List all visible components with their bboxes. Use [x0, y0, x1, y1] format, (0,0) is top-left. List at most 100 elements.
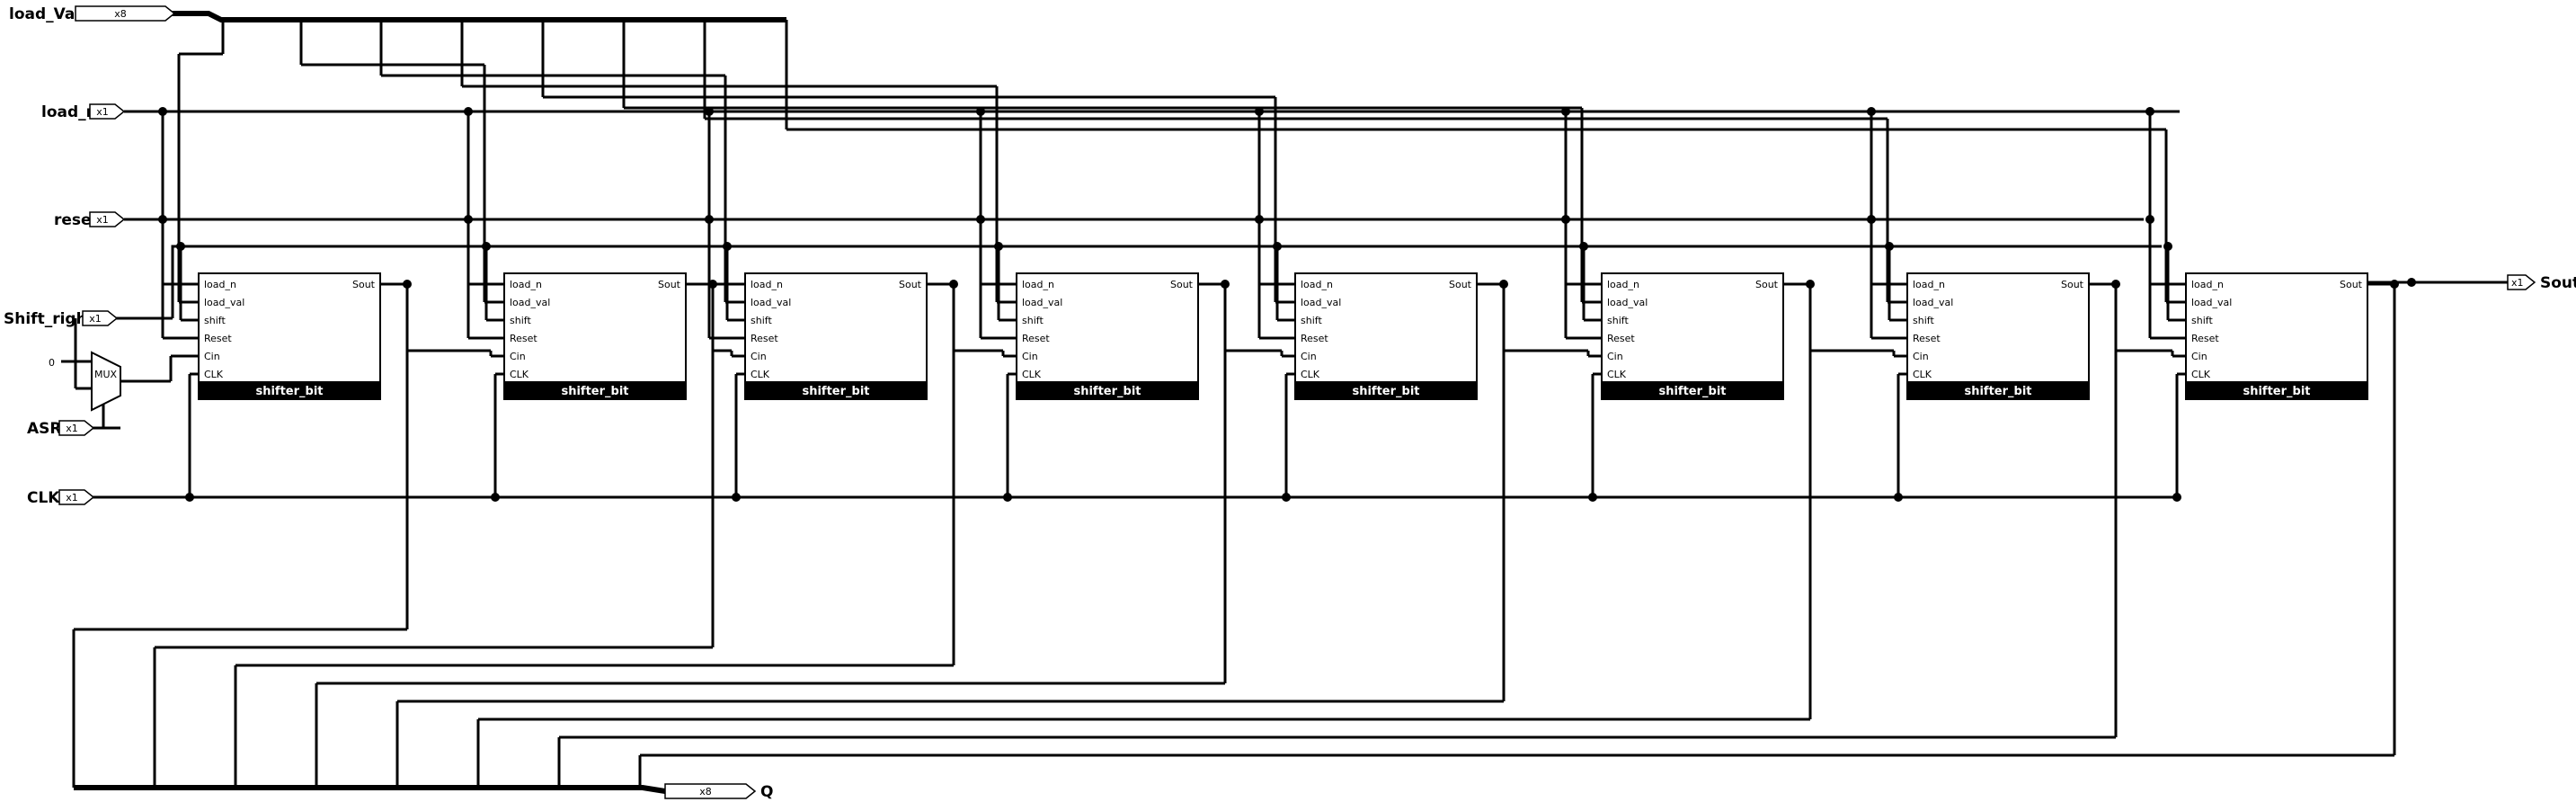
- junction-dot: [705, 215, 714, 224]
- junction-dot: [2172, 493, 2181, 502]
- port-Cin: Cin: [751, 351, 767, 362]
- shifter-bit-block-3[interactable]: shifter_bitload_nload_valshiftResetCinCL…: [744, 272, 928, 400]
- port-shift: shift: [1913, 315, 1934, 326]
- block-title-bar: [1907, 381, 2089, 399]
- port-load_n: load_n: [1913, 279, 1945, 290]
- junction-dot: [491, 493, 500, 502]
- block-title: shifter_bit: [561, 385, 628, 398]
- port-CLK: CLK: [751, 369, 770, 380]
- junction-dot: [1282, 493, 1291, 502]
- port-shift: shift: [1022, 315, 1044, 326]
- port-Cin: Cin: [1607, 351, 1623, 362]
- port-Sout: Sout: [899, 279, 922, 290]
- pin-shape: [82, 310, 119, 326]
- port-load_val: load_val: [1913, 297, 1953, 308]
- junction-dot: [2145, 215, 2154, 224]
- output-pin-label: Sout: [2540, 274, 2576, 292]
- block-title: shifter_bit: [802, 385, 869, 398]
- block-title-bar: [745, 381, 927, 399]
- port-Sout: Sout: [2061, 279, 2084, 290]
- block-title: shifter_bit: [255, 385, 323, 398]
- port-load_val: load_val: [1607, 297, 1648, 308]
- block-body: [2185, 272, 2368, 400]
- pin-shape: [58, 489, 95, 505]
- shifter-bit-block-4[interactable]: shifter_bitload_nload_valshiftResetCinCL…: [1016, 272, 1199, 400]
- port-load_val: load_val: [1022, 297, 1062, 308]
- port-load_val: load_val: [510, 297, 550, 308]
- port-shift: shift: [1607, 315, 1629, 326]
- junction-dot: [1867, 215, 1876, 224]
- port-Reset: Reset: [1607, 333, 1635, 344]
- port-Cin: Cin: [1301, 351, 1317, 362]
- block-title-bar: [2186, 381, 2367, 399]
- junction-dot: [2163, 242, 2172, 251]
- block-title: shifter_bit: [1073, 385, 1141, 398]
- port-load_n: load_n: [1301, 279, 1333, 290]
- block-body: [744, 272, 928, 400]
- pin-shape: [664, 783, 757, 799]
- port-Cin: Cin: [1913, 351, 1929, 362]
- pin-shape: [89, 211, 126, 227]
- bus-width-label: x8: [114, 8, 127, 20]
- block-title-bar: [1017, 381, 1198, 399]
- port-Cin: Cin: [510, 351, 526, 362]
- port-CLK: CLK: [1607, 369, 1627, 380]
- port-shift: shift: [204, 315, 226, 326]
- port-Reset: Reset: [1913, 333, 1941, 344]
- port-Sout: Sout: [2340, 279, 2363, 290]
- shifter-bit-block-5[interactable]: shifter_bitload_nload_valshiftResetCinCL…: [1294, 272, 1478, 400]
- port-load_n: load_n: [2191, 279, 2224, 290]
- port-load_val: load_val: [1301, 297, 1341, 308]
- junction-dot: [464, 215, 473, 224]
- shifter-bit-block-8[interactable]: shifter_bitload_nload_valshiftResetCinCL…: [2185, 272, 2368, 400]
- input-pin-load_Val[interactable]: load_Val x8: [9, 5, 176, 23]
- junction-dot: [1255, 215, 1264, 224]
- block-title-bar: [504, 381, 686, 399]
- junction-dot: [464, 107, 473, 116]
- port-Reset: Reset: [1022, 333, 1050, 344]
- junction-dot: [1561, 215, 1570, 224]
- port-Cin: Cin: [1022, 351, 1038, 362]
- port-load_n: load_n: [204, 279, 236, 290]
- port-Sout: Sout: [352, 279, 376, 290]
- input-pin-label: load_n: [41, 103, 97, 121]
- junction-dot: [185, 493, 194, 502]
- constant-zero: 0: [49, 357, 55, 369]
- port-load_n: load_n: [1607, 279, 1639, 290]
- shifter-bit-block-7[interactable]: shifter_bitload_nload_valshiftResetCinCL…: [1906, 272, 2090, 400]
- port-load_n: load_n: [510, 279, 542, 290]
- shifter-bit-block-2[interactable]: shifter_bitload_nload_valshiftResetCinCL…: [503, 272, 687, 400]
- block-title: shifter_bit: [2243, 385, 2310, 398]
- junction-dot: [158, 107, 167, 116]
- input-pin-label: Shift_right: [4, 310, 94, 328]
- input-pin-label: load_Val: [9, 5, 80, 23]
- port-Sout: Sout: [1755, 279, 1779, 290]
- port-Cin: Cin: [2191, 351, 2207, 362]
- port-load_n: load_n: [751, 279, 783, 290]
- port-Reset: Reset: [1301, 333, 1328, 344]
- junction-dot: [2145, 107, 2154, 116]
- mux[interactable]: MUX: [91, 351, 121, 412]
- port-Reset: Reset: [204, 333, 232, 344]
- shifter-bit-block-1[interactable]: shifter_bitload_nload_valshiftResetCinCL…: [198, 272, 381, 400]
- port-Sout: Sout: [658, 279, 681, 290]
- pin-shape: [89, 103, 126, 120]
- shifter-bit-block-6[interactable]: shifter_bitload_nload_valshiftResetCinCL…: [1601, 272, 1784, 400]
- input-pin-label: CLK: [27, 489, 60, 507]
- junction-dot: [976, 215, 985, 224]
- junction-dot: [1894, 493, 1903, 502]
- port-shift: shift: [510, 315, 531, 326]
- port-shift: shift: [751, 315, 772, 326]
- block-title: shifter_bit: [1352, 385, 1419, 398]
- junction-dot: [723, 242, 732, 251]
- port-load_val: load_val: [2191, 297, 2232, 308]
- port-shift: shift: [1301, 315, 1322, 326]
